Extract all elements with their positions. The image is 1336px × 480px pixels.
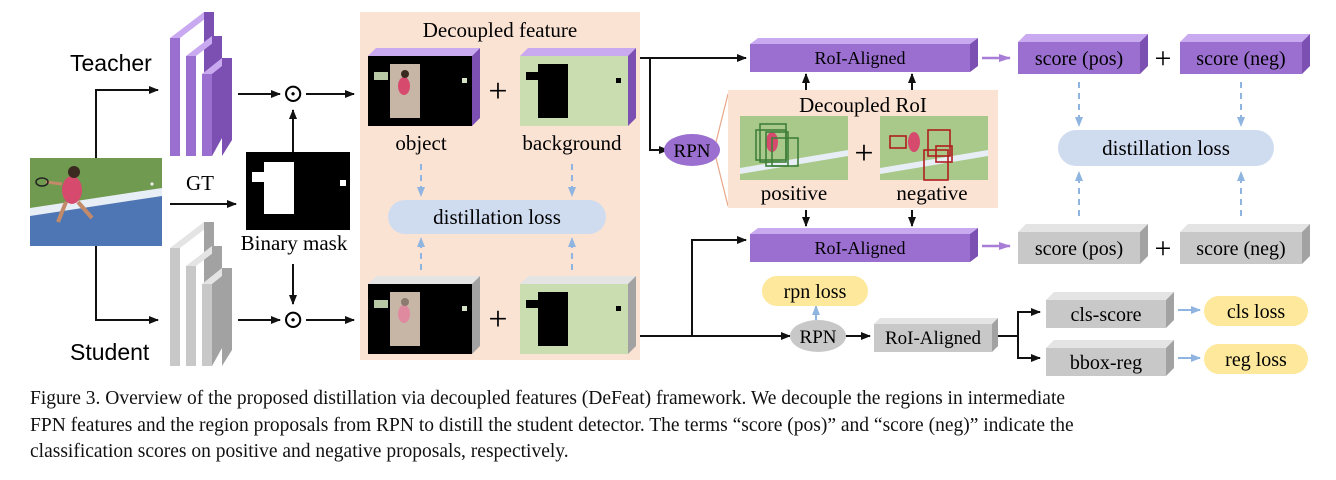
rpn-loss-label: rpn loss <box>784 281 847 303</box>
positive-roi-image <box>740 116 848 180</box>
object-label: object <box>395 131 446 155</box>
head-to-loss-arrows <box>1178 306 1201 362</box>
input-image <box>30 158 162 246</box>
rpn-teacher-node <box>664 134 720 166</box>
reg-loss-label: reg loss <box>1225 349 1287 371</box>
score-pos-teacher-label: score (pos) <box>1035 48 1123 70</box>
roi-aligned-student-mid-label: RoI-Aligned <box>815 238 906 258</box>
fpn-to-hadamard-arrows <box>238 90 355 324</box>
caption-line-3: classification scores on positive and ne… <box>30 441 569 462</box>
binary-mask-label: Binary mask <box>241 231 348 255</box>
plus-sign-roi: + <box>854 135 873 172</box>
cls-score-label: cls-score <box>1070 304 1141 326</box>
gt-label: GT <box>186 171 214 195</box>
teacher-fpn-stack <box>170 12 232 156</box>
input-branch-arrows <box>95 86 237 324</box>
distillation-loss-feature-box <box>388 200 606 234</box>
student-label: Student <box>70 339 150 365</box>
score-dashed-arrows <box>1075 82 1245 216</box>
plus-sign-score-bottom: + <box>1155 232 1172 265</box>
roi-aligned-student-mid <box>750 228 978 262</box>
rpn-teacher-label: RPN <box>674 141 711 162</box>
rpn-student-node <box>790 320 846 352</box>
reg-loss-box <box>1204 344 1308 374</box>
score-neg-teacher-label: score (neg) <box>1196 48 1285 70</box>
teacher-background-feature <box>520 48 636 126</box>
rpn-to-roi-connectors <box>715 93 729 207</box>
cls-loss-label: cls loss <box>1227 301 1286 323</box>
negative-roi-image <box>880 116 988 181</box>
binary-mask-image <box>246 152 350 230</box>
plus-sign-student-feature: + <box>488 301 507 338</box>
student-fpn-stack <box>170 222 232 366</box>
plus-sign-score-top: + <box>1155 42 1172 75</box>
student-object-feature <box>368 276 480 354</box>
hadamard-symbol-bottom: ⊙ <box>282 305 304 334</box>
bbox-reg-box <box>1046 340 1174 376</box>
plus-sign-teacher-feature: + <box>488 73 507 110</box>
feature-dashed-arrows <box>417 164 576 270</box>
cls-score-box <box>1046 292 1174 328</box>
score-neg-teacher-box <box>1180 34 1310 74</box>
background-label: background <box>522 131 622 155</box>
score-neg-student-box <box>1180 224 1310 264</box>
caption-line-2: FPN features and the region proposals fr… <box>30 414 1074 436</box>
decoupled-roi-title: Decoupled RoI <box>799 93 927 117</box>
figure-caption: Figure 3. Overview of the proposed disti… <box>30 386 1312 466</box>
roi-aligned-teacher-top <box>750 38 978 72</box>
bbox-reg-label: bbox-reg <box>1070 352 1142 374</box>
score-pos-student-box <box>1018 224 1148 264</box>
student-background-feature <box>520 276 636 354</box>
rpn-loss-box <box>762 276 868 306</box>
hadamard-symbol-top: ⊙ <box>282 79 304 108</box>
roi-aligned-teacher-top-label: RoI-Aligned <box>815 48 906 68</box>
roi-aligned-student-box <box>874 318 998 352</box>
score-pos-student-label: score (pos) <box>1035 238 1123 260</box>
cls-loss-box <box>1204 296 1308 326</box>
distillation-loss-feature-label: distillation loss <box>433 205 561 229</box>
distillation-loss-score-label: distillation loss <box>1102 136 1230 160</box>
teacher-object-feature <box>368 48 480 126</box>
teacher-head-arrows <box>640 54 916 227</box>
decoupled-feature-title: Decoupled feature <box>423 18 578 42</box>
negative-label: negative <box>896 181 967 205</box>
score-neg-student-label: score (neg) <box>1196 238 1285 260</box>
student-head-arrows <box>640 236 1041 362</box>
teacher-label: Teacher <box>70 50 152 76</box>
score-pos-teacher-box <box>1018 34 1148 74</box>
positive-label: positive <box>761 181 828 205</box>
caption-line-1: Figure 3. Overview of the proposed disti… <box>30 388 1066 409</box>
roi-aligned-student-label: RoI-Aligned <box>885 328 982 349</box>
roi-to-score-arrows <box>982 54 1011 250</box>
distillation-loss-score-box <box>1058 130 1274 166</box>
rpn-student-label: RPN <box>800 327 837 348</box>
